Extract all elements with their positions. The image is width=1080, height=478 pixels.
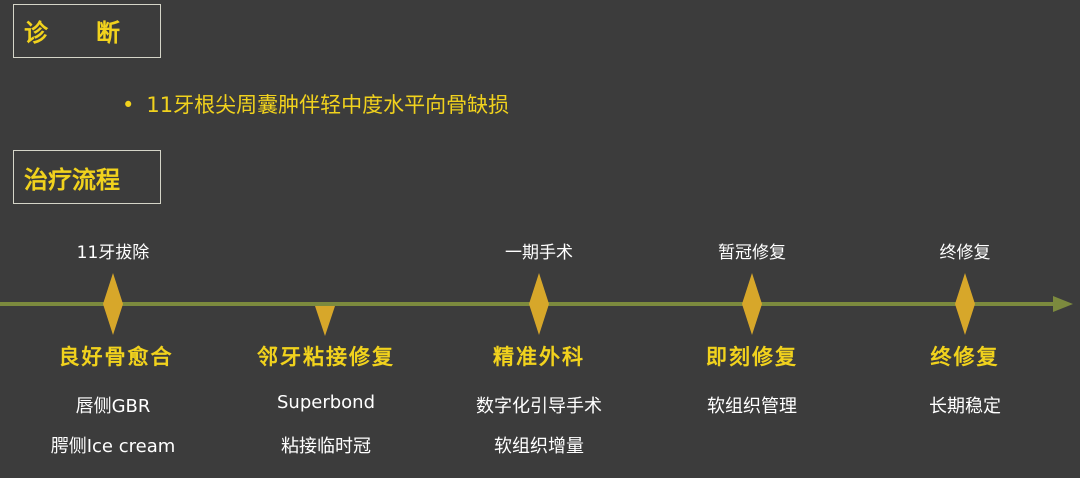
- milestone-top-label: 暂冠修复: [718, 243, 786, 263]
- milestone-top-label: 一期手术: [505, 243, 573, 263]
- milestone-detail: 软组织增量: [494, 436, 584, 457]
- diagnosis-item: • 11牙根尖周囊肿伴轻中度水平向骨缺损: [122, 89, 509, 119]
- milestone-detail: 腭侧Ice cream: [50, 436, 176, 457]
- milestone-title: 精准外科: [493, 345, 585, 369]
- treatment-heading: 治疗流程: [24, 165, 120, 194]
- milestone-detail: 粘接临时冠: [281, 436, 371, 457]
- milestone-detail: 唇侧GBR: [75, 396, 151, 417]
- diagnosis-heading: 诊 断: [24, 18, 120, 47]
- milestone-detail: 数字化引导手术: [476, 396, 602, 417]
- milestone-diamond-marker: [103, 273, 123, 335]
- treatment-heading-box: [13, 150, 161, 204]
- bullet-dot: •: [122, 93, 135, 117]
- milestone-triangle-marker: [315, 306, 335, 336]
- milestone-diamond-marker: [742, 273, 762, 335]
- diagnosis-heading-box: [13, 4, 161, 58]
- milestone-detail: Superbond: [276, 392, 375, 413]
- milestone-diamond-marker: [955, 273, 975, 335]
- milestone-top-label: 终修复: [939, 243, 991, 263]
- milestone-detail: 软组织管理: [707, 396, 797, 417]
- milestone-title: 良好骨愈合: [58, 345, 174, 369]
- milestone-detail: 长期稳定: [929, 396, 1001, 417]
- milestone-title: 即刻修复: [706, 345, 798, 369]
- milestone-title: 终修复: [930, 345, 1000, 369]
- diagnosis-text: 11牙根尖周囊肿伴轻中度水平向骨缺损: [146, 93, 510, 117]
- milestone-title: 邻牙粘接修复: [257, 345, 395, 369]
- milestone-top-label: 11牙拔除: [76, 243, 150, 263]
- timeline-arrowhead: [1053, 296, 1073, 312]
- milestone-diamond-marker: [529, 273, 549, 335]
